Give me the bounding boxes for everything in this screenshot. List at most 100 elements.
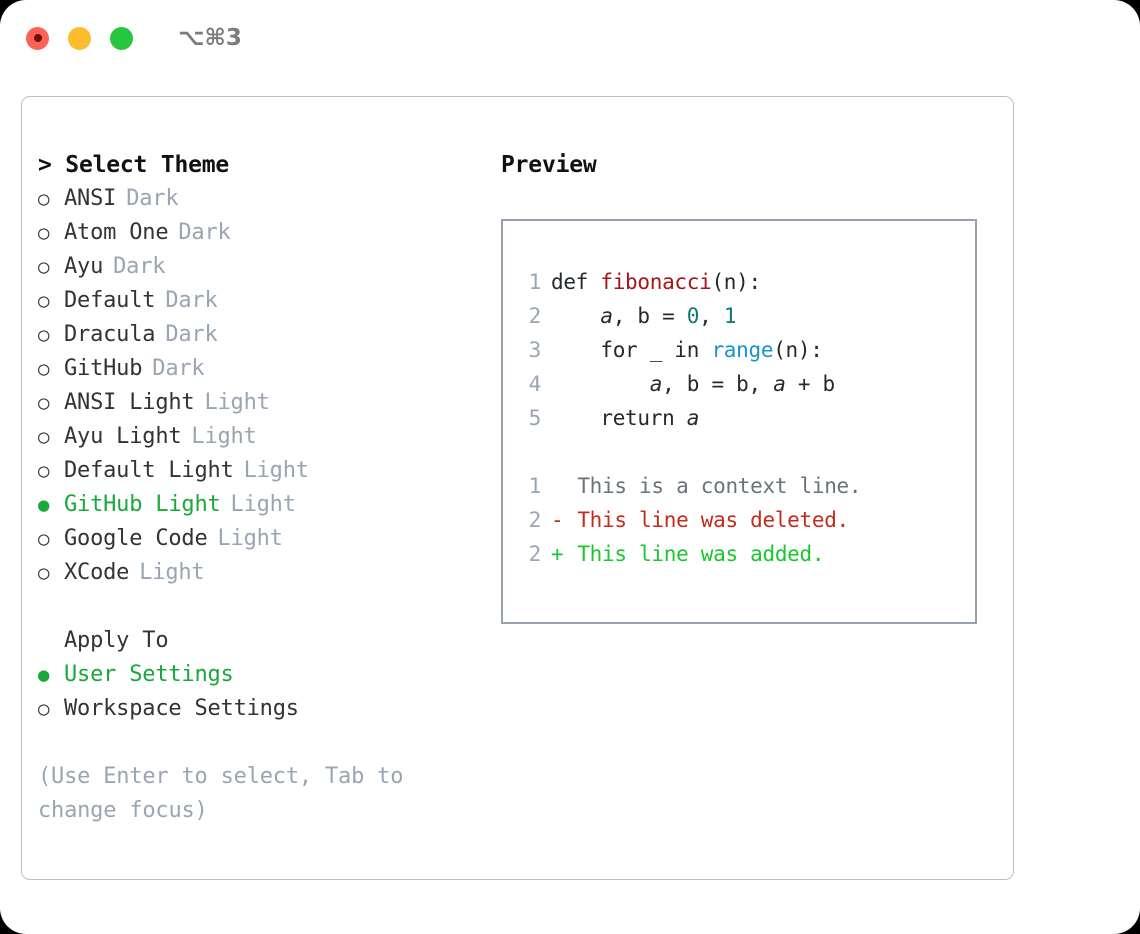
apply-to-option-list[interactable]: ● User Settings ○Workspace Settings: [38, 658, 498, 726]
diff-spacer: [519, 435, 969, 469]
code-token-plain: return: [551, 406, 687, 430]
theme-option-kind: Dark: [113, 254, 166, 279]
radio-selected-icon: ●: [38, 664, 50, 686]
diff-sign: +: [551, 542, 564, 566]
theme-option-ayu-light[interactable]: ○ Ayu Light Light: [38, 420, 498, 454]
code-token-plain: , b = b,: [662, 372, 774, 396]
code-line: 1 def fibonacci(n):: [519, 265, 969, 299]
code-token-num: 1: [723, 304, 737, 328]
theme-option-kind: Dark: [126, 186, 179, 211]
radio-unselected-icon: ○: [38, 562, 50, 584]
line-number: 3: [528, 338, 542, 362]
radio-unselected-icon: ○: [38, 528, 50, 550]
diff-text: This line was added.: [565, 542, 825, 566]
code-line-text: a, b = b, a + b: [551, 367, 835, 401]
theme-option-kind: Light: [243, 458, 309, 483]
theme-option-kind: Light: [191, 424, 257, 449]
theme-option-kind: Dark: [152, 356, 205, 381]
code-token-plain: ,: [612, 304, 638, 328]
code-line: 4 a, b = b, a + b: [519, 367, 969, 401]
code-line: 3 for _ in range(n):: [519, 333, 969, 367]
theme-option-kind: Light: [217, 526, 283, 551]
line-number: 1: [528, 474, 542, 498]
code-token-call: range: [711, 338, 774, 362]
code-token-plain: + b: [785, 372, 835, 396]
code-token-plain: ,: [699, 304, 724, 328]
diff-text: This is a context line.: [565, 474, 862, 498]
preview-heading: Preview: [501, 152, 597, 178]
code-line-text: a, b = 0, 1: [551, 299, 736, 333]
diff-sign: -: [551, 508, 564, 532]
theme-option-label: Atom One: [64, 220, 169, 245]
keyboard-shortcut-label: ⌥⌘3: [178, 25, 242, 51]
close-button[interactable]: [26, 26, 49, 50]
code-token-plain: [551, 372, 650, 396]
code-token-plain: (n):: [711, 270, 761, 294]
code-token-plain: =: [649, 304, 687, 328]
code-line-text: for _ in range(n):: [551, 333, 823, 367]
line-number: 1: [528, 270, 542, 294]
apply-to-option-user-settings[interactable]: ● User Settings: [38, 658, 498, 692]
radio-unselected-icon: ○: [38, 256, 50, 278]
code-line-text: def fibonacci(n):: [551, 265, 761, 299]
diff-line-text: This is a context line.: [551, 469, 861, 503]
recording-dot-icon: [33, 34, 42, 42]
code-token-var: a: [686, 406, 700, 430]
apply-to-option-workspace-settings[interactable]: ○Workspace Settings: [38, 692, 498, 726]
code-line-text: return a: [551, 401, 699, 435]
theme-option-label: XCode: [64, 560, 130, 585]
theme-option-ansi[interactable]: ○ ANSI Dark: [38, 182, 498, 216]
theme-option-label: Default Light: [64, 458, 234, 483]
theme-option-kind: Light: [230, 492, 296, 517]
theme-option-label: GitHub: [64, 356, 143, 381]
radio-unselected-icon: ○: [38, 222, 50, 244]
code-token-plain: (n):: [773, 338, 823, 362]
line-number: 4: [528, 372, 542, 396]
theme-option-label: Ayu Light: [64, 424, 182, 449]
apply-to-option-label: User Settings: [64, 662, 234, 687]
theme-option-label: ANSI: [64, 186, 117, 211]
theme-option-ayu[interactable]: ○ Ayu Dark: [38, 250, 498, 284]
window-controls: [26, 26, 133, 50]
radio-unselected-icon: ○: [38, 698, 50, 720]
theme-option-kind: Dark: [165, 288, 218, 313]
radio-unselected-icon: ○: [38, 188, 50, 210]
line-number: 2: [528, 508, 542, 532]
title-bar: ⌥⌘3: [0, 0, 1140, 76]
diff-line-deleted: 2- This line was deleted.: [519, 503, 969, 537]
section-spacer: [38, 590, 498, 624]
diff-line-text: - This line was deleted.: [551, 503, 849, 537]
code-line: 5 return a: [519, 401, 969, 435]
code-token-plain: def: [551, 270, 601, 294]
radio-unselected-icon: ○: [38, 426, 50, 448]
hint-spacer: [38, 726, 498, 760]
theme-option-label: Ayu: [64, 254, 104, 279]
radio-unselected-icon: ○: [38, 392, 50, 414]
code-line: 2 a, b = 0, 1: [519, 299, 969, 333]
maximize-button[interactable]: [110, 26, 133, 50]
minimize-button[interactable]: [68, 26, 91, 50]
theme-option-label: Default: [64, 288, 156, 313]
diff-text: This line was deleted.: [565, 508, 849, 532]
select-theme-heading: > Select Theme: [38, 152, 230, 178]
line-number: 5: [528, 406, 542, 430]
code-token-var: a: [600, 304, 613, 328]
code-token-num: 0: [686, 304, 700, 328]
